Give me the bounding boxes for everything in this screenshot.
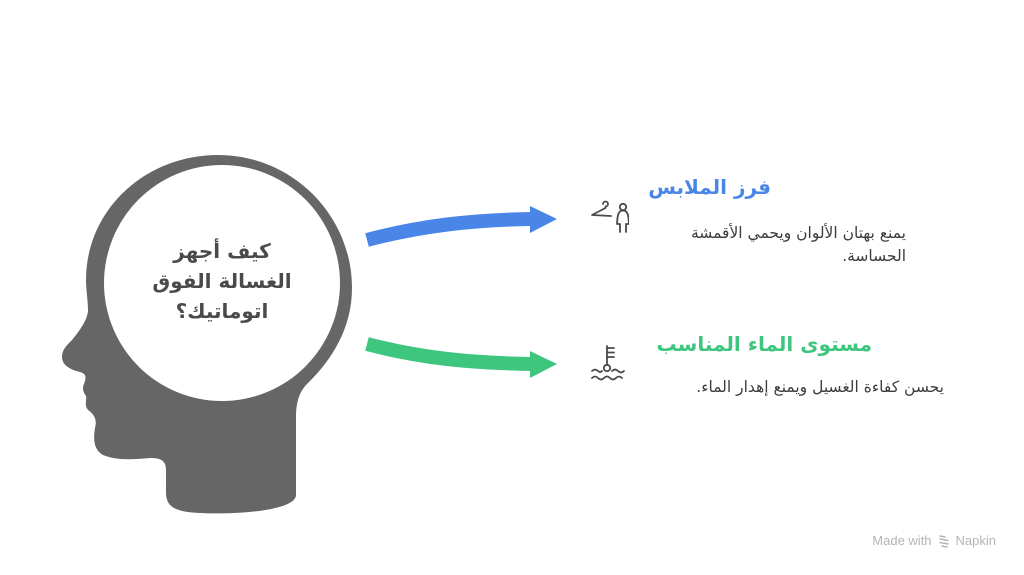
branch-description: يمنع بهتان الألوان ويحمي الأقمشة الحساسة… [690,224,906,265]
branch-title: فرز الملابس [648,175,771,199]
central-question: كيف أجهز الغسالة الفوق اتوماتيك؟ [152,239,292,323]
napkin-brand-label: Napkin [955,533,996,548]
thought-circle [104,165,340,401]
branch-title: مستوى الماء المناسب [656,332,873,356]
arrow-to-branch-1 [365,206,557,247]
arrow-to-branch-2 [365,337,557,378]
branch-description: يحسن كفاءة الغسيل ويمنع إهدار الماء. [696,378,944,396]
napkin-logo-icon [938,534,949,548]
made-with-napkin-badge[interactable]: Made with Napkin [872,533,996,548]
made-with-label: Made with [872,533,932,548]
hanger-person-icon [591,200,629,233]
water-level-thermometer-icon [591,345,625,381]
